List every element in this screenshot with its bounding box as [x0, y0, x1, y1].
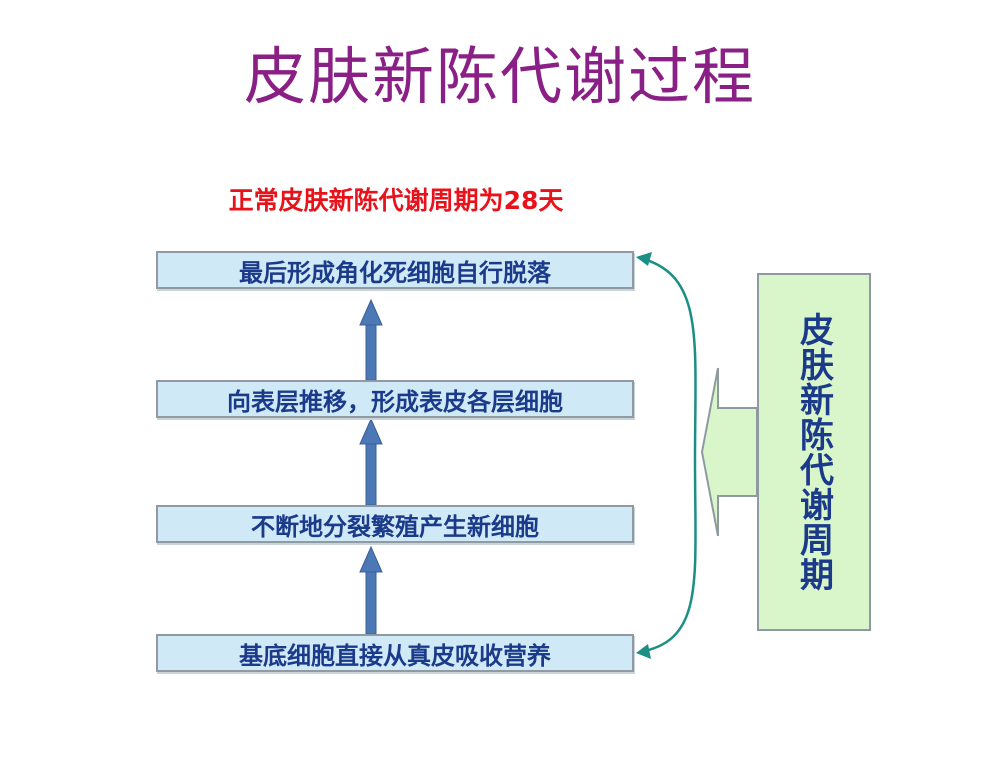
step-cell-division: 不断地分裂繁殖产生新细胞 — [156, 505, 634, 543]
connector-arrowhead-top — [636, 252, 652, 266]
step-label: 基底细胞直接从真皮吸收营养 — [239, 640, 551, 670]
cycle-label: 皮肤新陈代谢周期 — [793, 312, 834, 592]
step-label: 不断地分裂繁殖产生新细胞 — [251, 511, 539, 541]
cycle-duration-note: 正常皮肤新陈代谢周期为28天 — [228, 186, 564, 215]
up-arrow-head-2 — [359, 417, 383, 445]
step-final-shedding: 最后形成角化死细胞自行脱落 — [156, 251, 634, 289]
up-arrow-2 — [365, 443, 377, 506]
cycle-box: 皮肤新陈代谢周期 — [757, 273, 871, 631]
step-label: 最后形成角化死细胞自行脱落 — [239, 257, 551, 287]
up-arrow-1 — [365, 324, 377, 381]
cycle-connector — [639, 256, 697, 654]
up-arrow-3 — [365, 571, 377, 635]
connector-arrowhead-bottom — [636, 644, 651, 659]
step-label: 向表层推移，形成表皮各层细胞 — [227, 386, 563, 416]
step-move-upward: 向表层推移，形成表皮各层细胞 — [156, 380, 634, 418]
up-arrow-head-3 — [359, 545, 383, 573]
step-basal-nutrition: 基底细胞直接从真皮吸收营养 — [156, 634, 634, 672]
up-arrow-head-1 — [359, 298, 383, 326]
page-title: 皮肤新陈代谢过程 — [243, 40, 756, 113]
cycle-pointer — [700, 367, 758, 537]
